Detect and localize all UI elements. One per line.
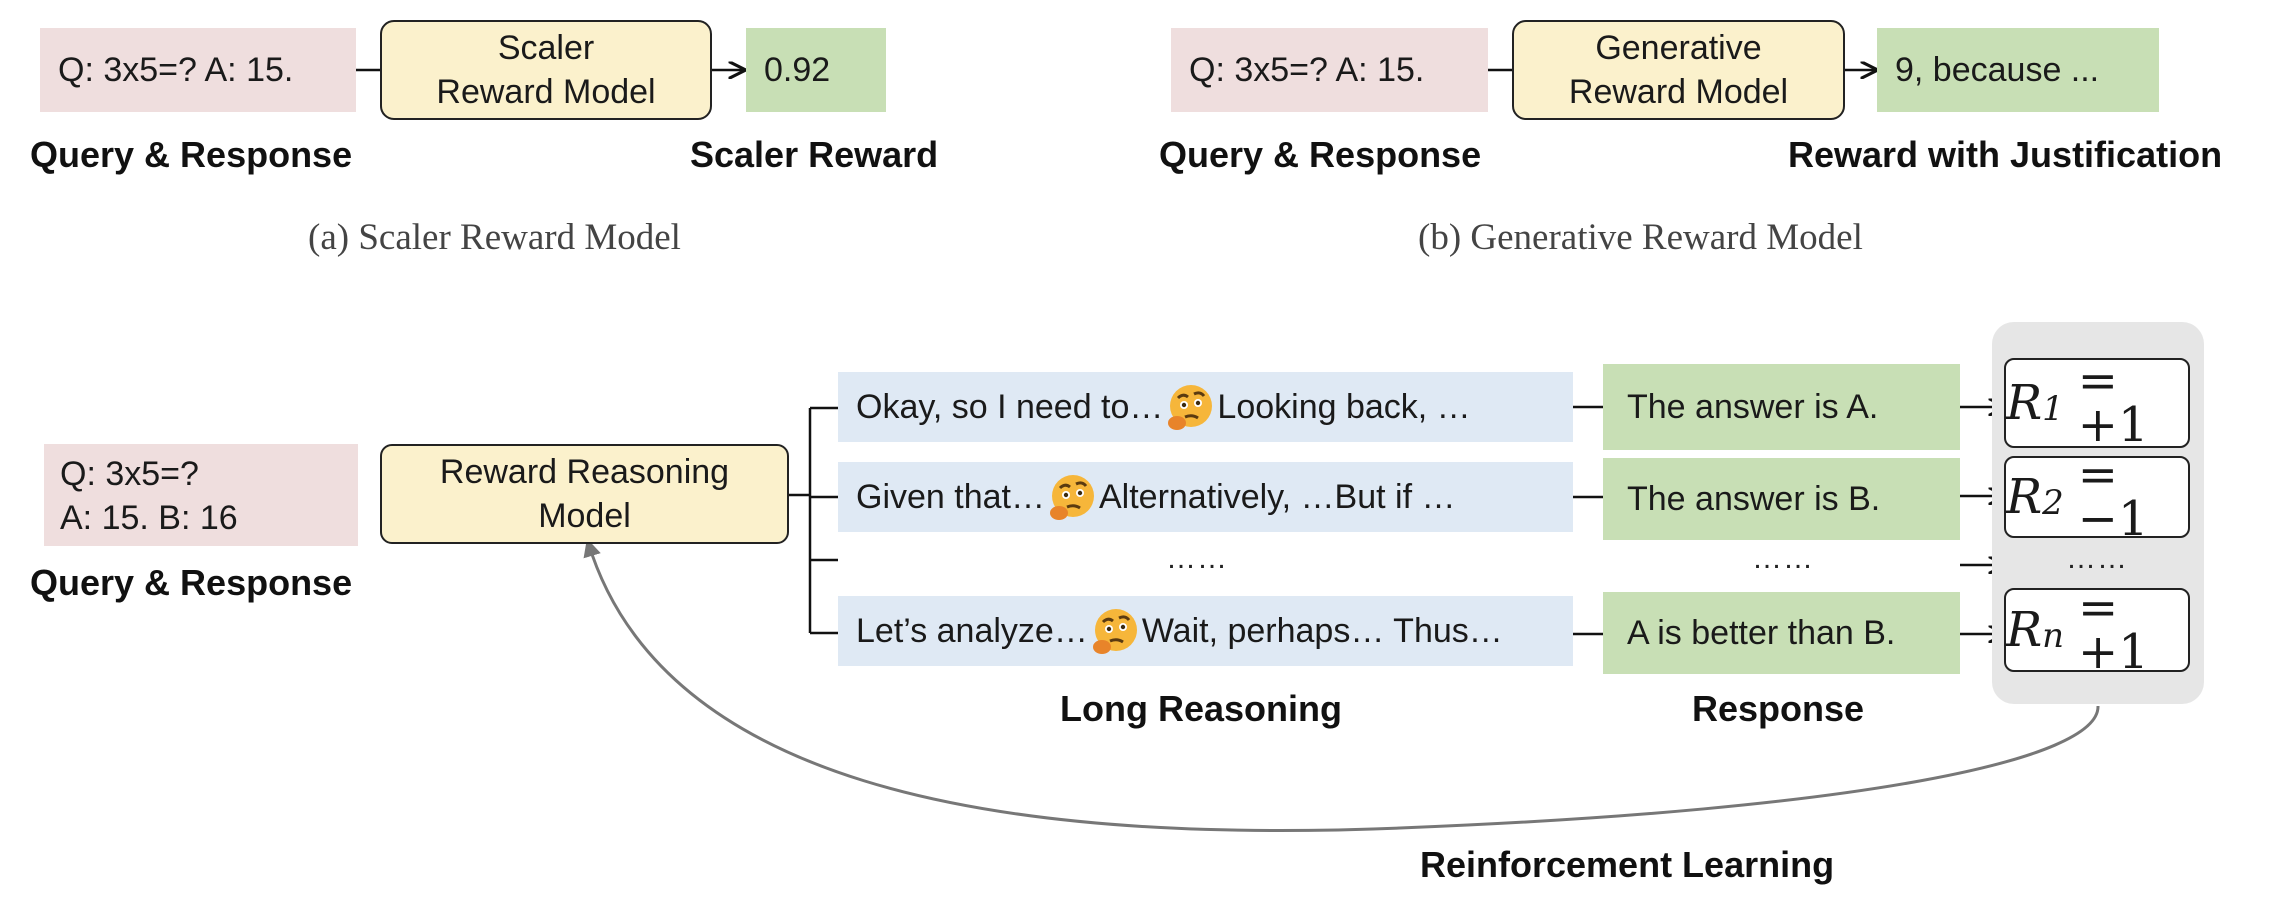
c-label-rl: Reinforcement Learning <box>1420 844 1835 885</box>
c-label-response: Response <box>1692 688 1865 729</box>
b-caption: (b) Generative Reward Model <box>1418 217 1863 258</box>
c-reward-1-value: = +1 <box>2077 353 2149 453</box>
c-reasoning-3: Let’s analyze… Wait, perhaps… Thus… <box>838 596 1573 666</box>
c-reward-3-var: R <box>2006 602 2043 658</box>
c-model-line-1: Reward Reasoning <box>439 453 730 491</box>
c-reward-2-var: R <box>2006 469 2043 525</box>
c-reward-3-value: = +1 <box>2078 580 2149 680</box>
c-reasoning-ellipsis: …… <box>1166 542 1228 575</box>
c-reward-2-value: = −1 <box>2077 447 2149 547</box>
c-label-query: Query & Response <box>30 562 353 603</box>
c-label-reasoning: Long Reasoning <box>1060 688 1342 729</box>
b-model-line-2: Reward Model <box>1568 73 1789 111</box>
thinking-face-icon <box>1049 475 1094 520</box>
c-reward-1-var: R <box>2006 375 2043 431</box>
c-reasoning-3-before: Let’s analyze… <box>856 612 1088 650</box>
c-reward-ellipsis: …… <box>2066 542 2128 575</box>
b-model-box: Generative Reward Model <box>1512 20 1845 120</box>
c-reasoning-2-after: Alternatively, …But if … <box>1098 478 1456 516</box>
b-label-output: Reward with Justification <box>1788 134 2223 175</box>
c-reasoning-1-after: Looking back, … <box>1217 388 1471 426</box>
c-response-1-text: The answer is A. <box>1627 388 1879 426</box>
b-label-query: Query & Response <box>1159 134 1482 175</box>
a-caption: (a) Scaler Reward Model <box>308 217 681 258</box>
c-response-3-text: A is better than B. <box>1627 614 1896 652</box>
a-query-text: Q: 3x5=? A: 15. <box>58 51 294 89</box>
c-reasoning-1: Okay, so I need to… Looking back, … <box>838 372 1573 442</box>
c-reward-3-sub: n <box>2042 616 2065 656</box>
c-response-ellipsis: …… <box>1752 542 1814 575</box>
c-response-1: The answer is A. <box>1603 364 1960 450</box>
c-query-line-1: Q: 3x5=? <box>60 455 199 493</box>
c-response-3: A is better than B. <box>1603 592 1960 674</box>
b-model-line-1: Generative <box>1595 29 1762 67</box>
b-query-box: Q: 3x5=? A: 15. <box>1171 28 1488 112</box>
a-label-query: Query & Response <box>30 134 353 175</box>
b-output-text: 9, because ... <box>1895 51 2100 89</box>
c-query-line-2: A: 15. B: 16 <box>60 499 238 537</box>
c-model-line-2: Model <box>538 497 631 535</box>
c-reward-2-sub: 2 <box>2042 483 2064 523</box>
a-model-line-1: Scaler <box>497 29 595 67</box>
a-output-text: 0.92 <box>764 51 831 89</box>
c-reasoning-2: Given that… Alternatively, …But if … <box>838 462 1573 532</box>
thinking-face-icon <box>1092 609 1137 654</box>
a-model-line-2: Reward Model <box>436 73 656 111</box>
thinking-face-icon <box>1168 385 1213 430</box>
c-reasoning-2-before: Given that… <box>856 478 1045 516</box>
b-query-text: Q: 3x5=? A: 15. <box>1189 51 1425 89</box>
b-output-box: 9, because ... <box>1877 28 2159 112</box>
a-label-output: Scaler Reward <box>690 134 939 175</box>
c-response-2: The answer is B. <box>1603 458 1960 540</box>
c-response-2-text: The answer is B. <box>1627 480 1881 518</box>
c-reasoning-3-after: Wait, perhaps… Thus… <box>1141 612 1503 650</box>
c-reward-1-sub: 1 <box>2042 389 2064 429</box>
a-output-box: 0.92 <box>746 28 886 112</box>
c-query-box: Q: 3x5=? A: 15. B: 16 <box>44 444 358 546</box>
c-model-box: Reward Reasoning Model <box>380 444 789 544</box>
a-query-box: Q: 3x5=? A: 15. <box>40 28 356 112</box>
c-reasoning-1-before: Okay, so I need to… <box>856 388 1164 426</box>
a-model-box: Scaler Reward Model <box>380 20 712 120</box>
